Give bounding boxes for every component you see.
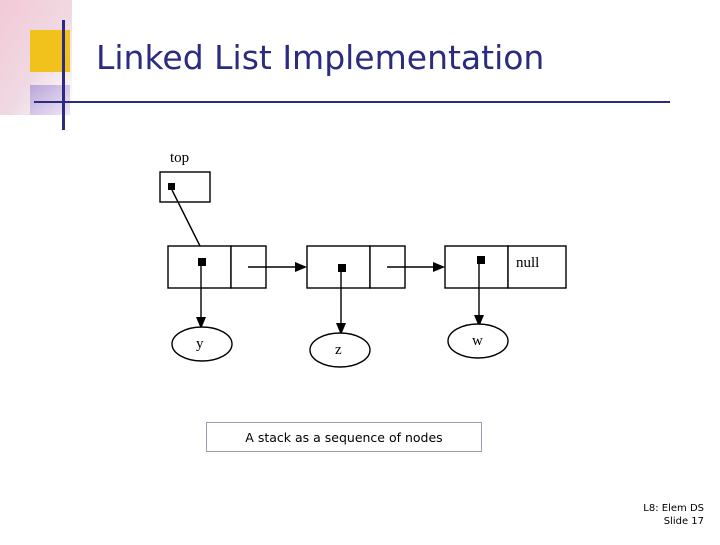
decorative-corner-graphic — [0, 0, 150, 130]
slide-footer: L8: Elem DS Slide 17 — [643, 502, 704, 528]
footer-course-label: L8: Elem DS — [643, 503, 704, 514]
label-null: null — [516, 255, 540, 271]
footer-slide-number: Slide 17 — [663, 516, 704, 527]
diagram-caption: A stack as a sequence of nodes — [206, 422, 482, 452]
label-node2: z — [335, 342, 342, 358]
top-pointer-box — [159, 171, 211, 203]
title-divider — [34, 101, 670, 103]
label-top: top — [170, 150, 190, 166]
slide-title: Linked List Implementation — [96, 38, 545, 77]
label-node1: y — [196, 336, 204, 352]
label-node3: w — [472, 333, 483, 349]
node-2 — [306, 245, 445, 368]
node-1 — [167, 245, 307, 362]
node-3 — [444, 245, 567, 359]
